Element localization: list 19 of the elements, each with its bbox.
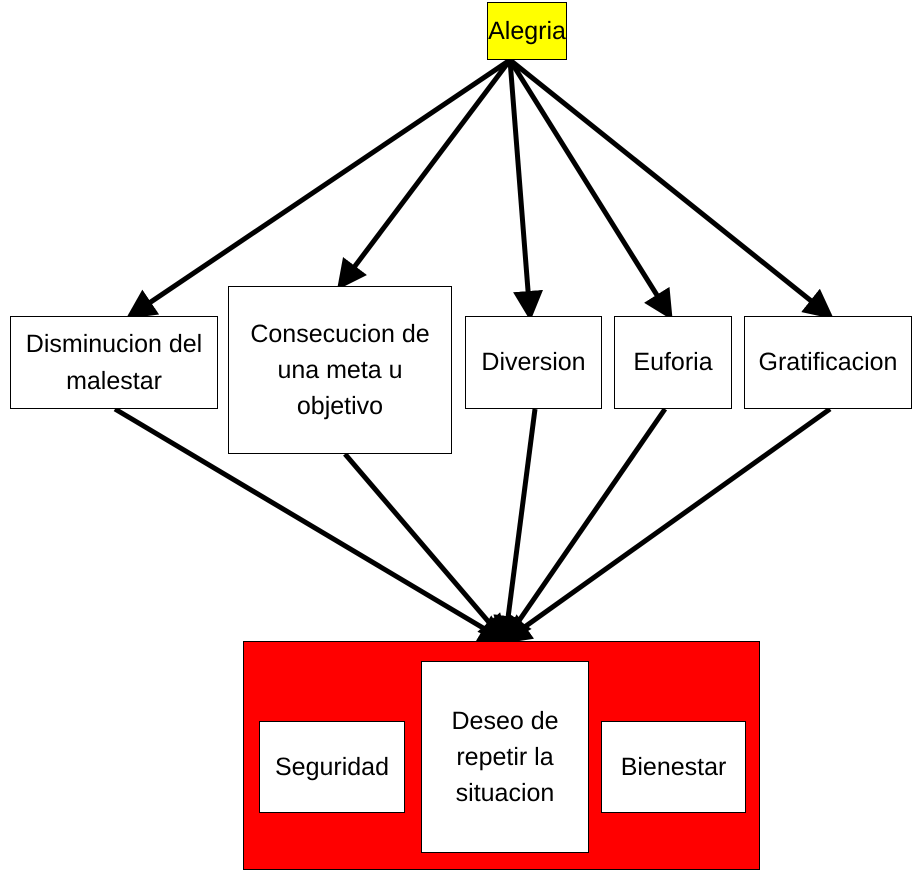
node-label: Bienestar — [620, 752, 728, 783]
process-box — [614, 316, 732, 409]
node-label: Alegria — [487, 16, 567, 47]
node-label: Euforia — [632, 347, 714, 378]
process-box — [487, 2, 567, 60]
node-label: Deseo de repetir la situacion — [450, 706, 560, 810]
node-label: Consecucion de una meta u objetivo — [249, 318, 431, 422]
node-label: Diversion — [480, 347, 587, 378]
process-box — [10, 316, 218, 409]
process-box — [421, 661, 589, 853]
group-box — [243, 641, 760, 870]
process-box — [601, 721, 746, 813]
node-label: Seguridad — [274, 752, 390, 783]
process-box — [744, 316, 912, 409]
node-label: Disminucion del malestar — [24, 329, 204, 396]
node-label: Gratificacion — [758, 347, 898, 378]
process-box — [228, 286, 452, 454]
process-box — [259, 721, 405, 813]
process-box — [465, 316, 602, 409]
